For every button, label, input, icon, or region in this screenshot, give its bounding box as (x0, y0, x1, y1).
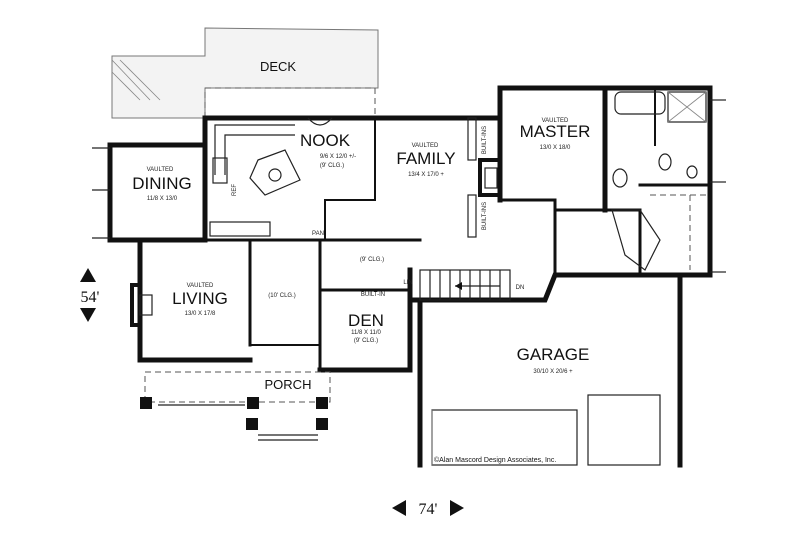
garage-doors (431, 394, 661, 466)
arrow-up-icon (80, 268, 96, 282)
arrow-left-icon (392, 500, 406, 516)
garage-size: 30/10 X 20/6 + (533, 369, 573, 375)
den-size: 11/8 X 11/0 (351, 330, 381, 336)
living-note: VAULTED (187, 283, 214, 289)
depth-dimension: 54' (80, 268, 100, 322)
exterior-walls (107, 85, 713, 468)
family-builtins (467, 117, 477, 238)
nook-label: NOOK (300, 131, 351, 150)
nook-size: 9/6 X 12/0 +/- (320, 154, 356, 160)
living-label: LIVING (172, 289, 228, 308)
arrow-down-icon (80, 308, 96, 322)
pan-label: PAN (312, 231, 324, 237)
builtin-label: BUILT-IN (361, 292, 385, 298)
arrow-right-icon (450, 500, 464, 516)
den-label: DEN (348, 311, 384, 330)
fireplaces (130, 158, 502, 327)
master-label: MASTER (520, 122, 591, 141)
dining-size: 11/8 X 13/0 (147, 196, 178, 202)
exterior-posts (92, 99, 726, 273)
copyright-label: ©Alan Mascord Design Associates, Inc. (434, 456, 556, 464)
dn-label: DN (516, 285, 525, 291)
deck-label: DECK (260, 59, 296, 74)
width-label: 74' (419, 501, 438, 518)
dining-note: VAULTED (147, 167, 174, 173)
master-bath-fixtures (611, 91, 708, 271)
porch-label: PORCH (265, 377, 312, 392)
nook-ceiling: (9' CLG.) (320, 163, 344, 169)
builtins-top-label: BUILT-INS (482, 126, 488, 154)
master-note: VAULTED (542, 118, 569, 124)
interior-walls (203, 87, 712, 372)
master-size: 13/0 X 18/0 (540, 145, 571, 151)
depth-label: 54' (81, 289, 100, 306)
family-label: FAMILY (396, 149, 455, 168)
kitchen-counters (209, 117, 333, 237)
width-dimension: 74' (392, 500, 464, 518)
porch-area (140, 371, 331, 441)
family-note: VAULTED (412, 143, 439, 149)
entry-ceiling-label: (10' CLG.) (268, 293, 296, 299)
living-size: 13/0 X 17/8 (185, 311, 216, 317)
garage-label: GARAGE (517, 345, 590, 364)
builtins-bottom-label: BUILT-INS (482, 202, 488, 230)
den-ceiling: (9' CLG.) (354, 338, 378, 344)
lin-label: LIN (403, 280, 412, 286)
deck-area: DECK (111, 27, 379, 119)
family-size: 13/4 X 17/0 + (408, 172, 444, 178)
dining-label: DINING (132, 174, 192, 193)
ref-label: REF (232, 184, 238, 196)
garage-stairs (419, 269, 511, 301)
hall-ceiling-label: (9' CLG.) (360, 257, 384, 263)
